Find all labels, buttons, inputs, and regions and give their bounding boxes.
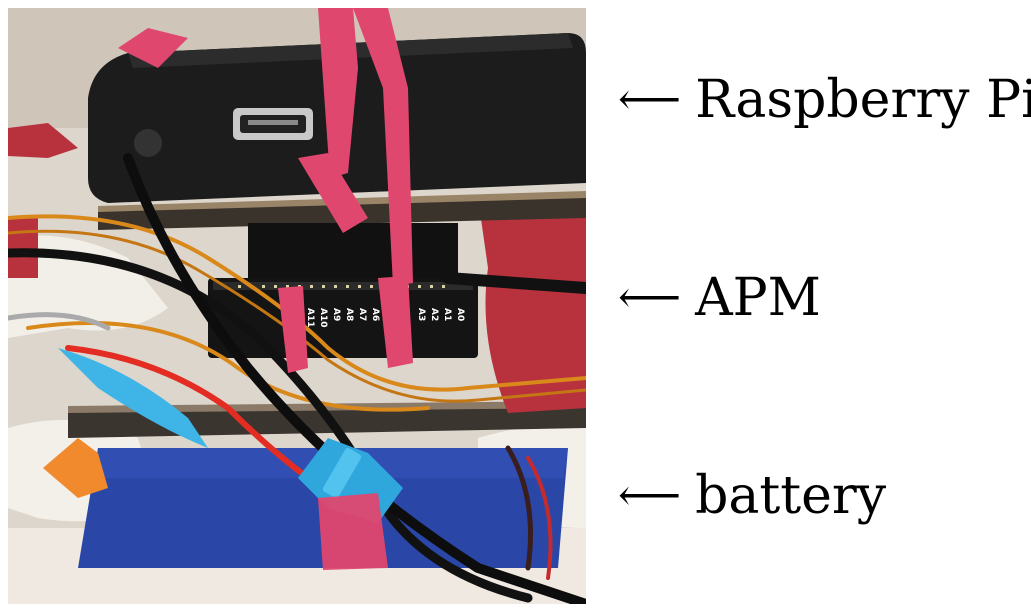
- apm-board: A0 A1 A2 A3 A6 A7 A8 A9 A10 A11: [208, 278, 478, 358]
- left-arrow-icon: ⟵: [618, 272, 682, 323]
- left-arrow-icon: ⟵: [618, 74, 682, 125]
- pin-label: A7: [357, 308, 367, 321]
- pin-label: A0: [455, 308, 465, 321]
- pin-label: A6: [370, 308, 380, 321]
- pin-label: A9: [331, 308, 341, 321]
- left-arrow-icon: ⟵: [618, 470, 682, 521]
- pin-label: A1: [442, 308, 452, 321]
- battery-annotation: ⟵ battery: [618, 470, 886, 522]
- drone-stack-illustration: A0 A1 A2 A3 A6 A7 A8 A9 A10 A11: [8, 8, 586, 604]
- raspberry-pi-label: Raspberry Pi: [695, 70, 1031, 130]
- orange-clip: [43, 438, 108, 498]
- apm-label: APM: [695, 268, 821, 328]
- pin-label: A10: [318, 308, 328, 328]
- pin-label: A2: [429, 308, 439, 321]
- pin-label: A8: [344, 308, 354, 321]
- drone-stack-photo: A0 A1 A2 A3 A6 A7 A8 A9 A10 A11: [8, 8, 586, 604]
- pin-label: A11: [305, 308, 315, 328]
- raspberry-pi-annotation: ⟵ Raspberry Pi: [618, 74, 1031, 126]
- battery-label: battery: [695, 466, 887, 526]
- pin-label: A3: [416, 308, 426, 321]
- apm-annotation: ⟵ APM: [618, 272, 821, 324]
